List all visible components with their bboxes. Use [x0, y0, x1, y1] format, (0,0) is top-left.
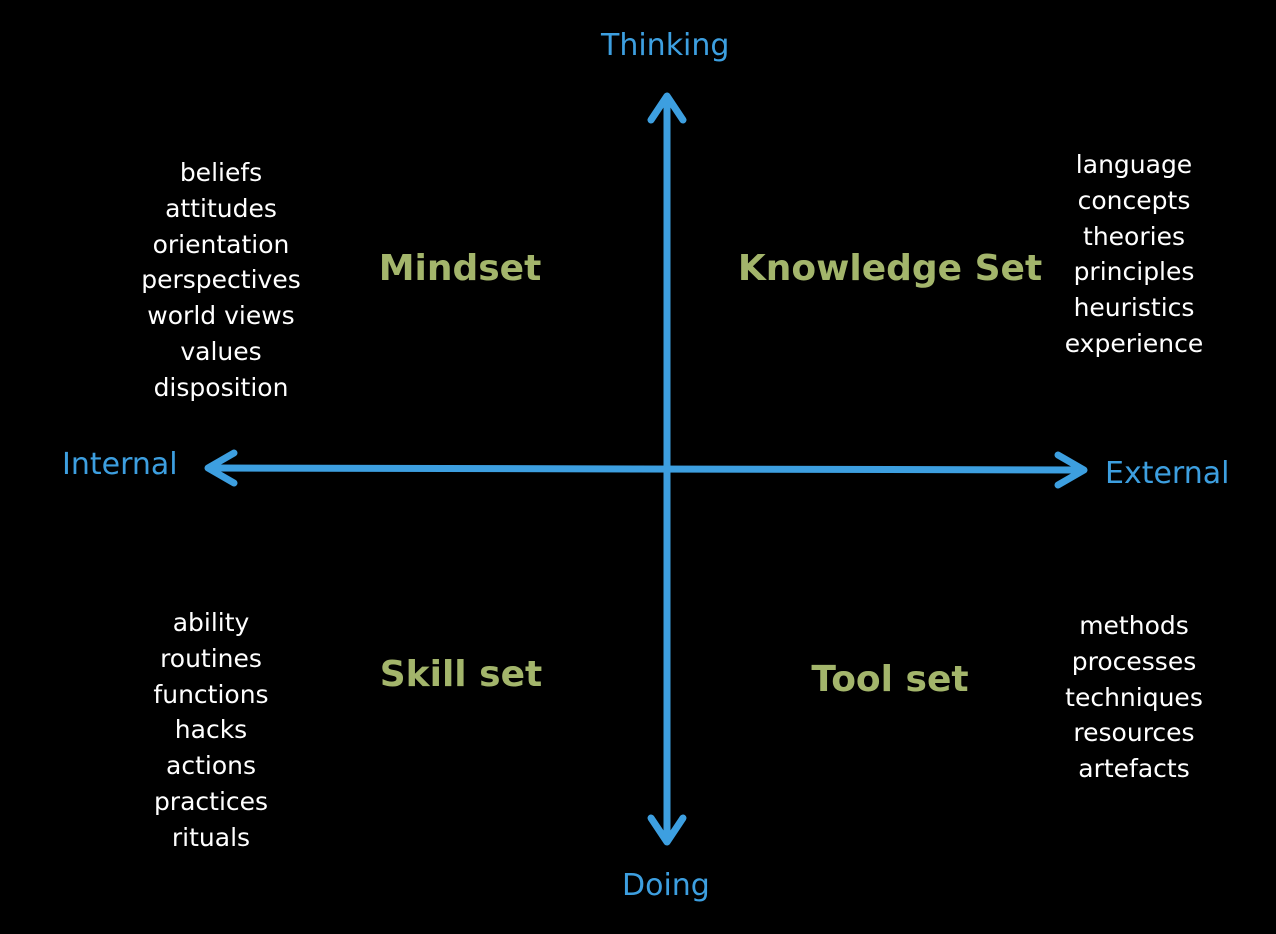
quadrant-title-tool-set: Tool set	[811, 659, 969, 700]
list-item: language	[1075, 150, 1193, 179]
list-item: resources	[1073, 718, 1195, 748]
list-item: concepts	[1077, 185, 1191, 215]
list-item: heuristics	[1073, 293, 1195, 323]
list-item: beliefs	[179, 158, 263, 187]
quadrant-title-knowledge-set: Knowledge Set	[737, 248, 1043, 289]
list-item: routines	[160, 643, 262, 673]
knowledge-set-item-list: language concepts theories principles he…	[1065, 147, 1204, 362]
list-item: processes	[1071, 646, 1197, 676]
list-item: attitudes	[165, 193, 277, 223]
list-item: experience	[1064, 328, 1204, 358]
list-item: functions	[153, 679, 269, 709]
list-item: orientation	[152, 229, 290, 259]
skill-set-item-list: ability routines functions hacks actions…	[153, 605, 268, 856]
axis-label-thinking: Thinking	[601, 28, 730, 63]
arrow-right-icon	[1054, 451, 1088, 489]
list-item: hacks	[174, 715, 248, 745]
arrow-down-icon	[647, 814, 687, 846]
list-item: practices	[153, 786, 269, 816]
quadrant-title-skill-set: Skill set	[379, 654, 543, 695]
list-item: methods	[1079, 611, 1189, 640]
list-item: principles	[1073, 257, 1195, 287]
axis-label-external: External	[1105, 456, 1230, 491]
arrow-left-icon	[204, 449, 238, 487]
axis-label-doing: Doing	[622, 868, 710, 903]
list-item: techniques	[1065, 682, 1203, 712]
quadrant-title-mindset: Mindset	[378, 248, 542, 289]
list-item: theories	[1083, 221, 1185, 251]
list-item: disposition	[153, 372, 289, 402]
tool-set-item-list: methods processes techniques resources a…	[1065, 608, 1203, 787]
list-item: values	[180, 336, 262, 366]
list-item: rituals	[171, 822, 251, 852]
list-item: actions	[166, 751, 256, 781]
axis-label-internal: Internal	[62, 447, 178, 482]
list-item: perspectives	[141, 265, 301, 295]
arrow-up-icon	[647, 92, 687, 124]
horizontal-axis-line	[208, 464, 1084, 474]
list-item: ability	[172, 608, 250, 637]
list-item: artefacts	[1078, 754, 1190, 784]
mindset-item-list: beliefs attitudes orientation perspectiv…	[141, 155, 301, 406]
horizontal-axis	[204, 449, 1088, 489]
list-item: world views	[147, 301, 295, 331]
